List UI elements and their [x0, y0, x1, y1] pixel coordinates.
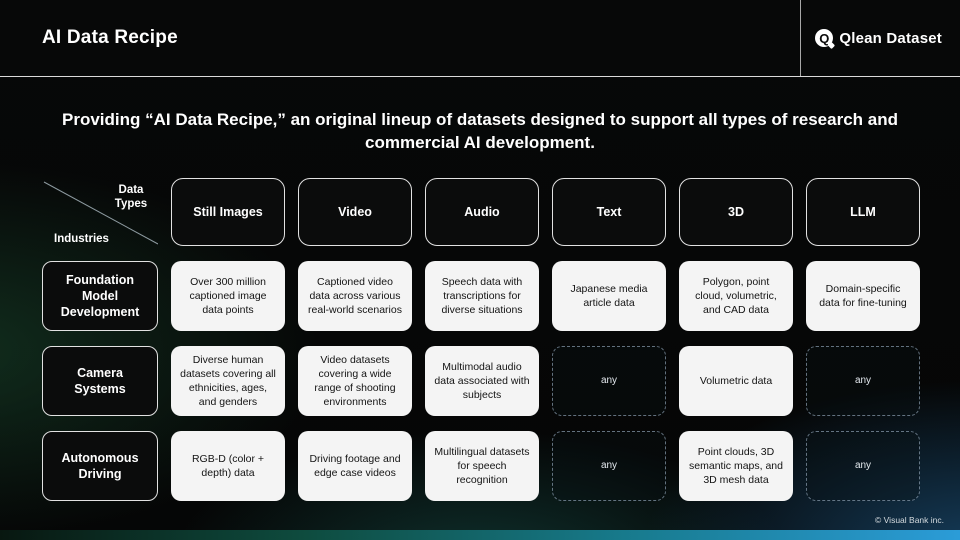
column-header-llm: LLM — [806, 178, 920, 246]
matrix-cell-any: any — [552, 431, 666, 501]
matrix-cell: RGB-D (color + depth) data — [171, 431, 285, 501]
matrix-cell: Point clouds, 3D semantic maps, and 3D m… — [679, 431, 793, 501]
brand-logo: Q Qlean Dataset — [815, 0, 942, 76]
corner-label-industries: Industries — [54, 233, 109, 245]
slide-heading: Providing “AI Data Recipe,” an original … — [62, 110, 898, 153]
copyright: © Visual Bank inc. — [875, 515, 944, 525]
matrix-cell: Video datasets covering a wide range of … — [298, 346, 412, 416]
column-header-3d: 3D — [679, 178, 793, 246]
dataset-matrix: Data Types Industries Still Images Video… — [42, 178, 920, 501]
corner-label-data-types: Data Types — [114, 184, 148, 211]
page-title: AI Data Recipe — [42, 27, 178, 48]
header-divider — [800, 0, 801, 76]
row-header-camera-systems: Camera Systems — [42, 346, 158, 416]
header-bar: AI Data Recipe Q Qlean Dataset — [0, 0, 960, 77]
matrix-cell-any: any — [552, 346, 666, 416]
column-header-video: Video — [298, 178, 412, 246]
matrix-cell: Captioned video data across various real… — [298, 261, 412, 331]
matrix-corner: Data Types Industries — [42, 178, 158, 246]
diagonal-divider-line — [43, 181, 158, 245]
bottom-gradient-band — [0, 530, 960, 540]
matrix-cell: Polygon, point cloud, volumetric, and CA… — [679, 261, 793, 331]
matrix-cell: Japanese media article data — [552, 261, 666, 331]
matrix-cell: Domain-specific data for fine-tuning — [806, 261, 920, 331]
matrix-cell: Diverse human datasets covering all ethn… — [171, 346, 285, 416]
brand-name: Qlean Dataset — [839, 29, 942, 47]
column-header-still-images: Still Images — [171, 178, 285, 246]
matrix-cell-any: any — [806, 431, 920, 501]
matrix-cell: Multimodal audio data associated with su… — [425, 346, 539, 416]
matrix-cell: Multilingual datasets for speech recogni… — [425, 431, 539, 501]
matrix-cell: Over 300 million captioned image data po… — [171, 261, 285, 331]
matrix-cell: Driving footage and edge case videos — [298, 431, 412, 501]
row-header-autonomous-driving: Autonomous Driving — [42, 431, 158, 501]
matrix-cell-any: any — [806, 346, 920, 416]
column-header-audio: Audio — [425, 178, 539, 246]
column-header-text: Text — [552, 178, 666, 246]
matrix-cell: Speech data with transcriptions for dive… — [425, 261, 539, 331]
row-header-foundation-model-development: Foundation Model Development — [42, 261, 158, 331]
matrix-cell: Volumetric data — [679, 346, 793, 416]
q-magnifier-icon: Q — [815, 29, 834, 47]
